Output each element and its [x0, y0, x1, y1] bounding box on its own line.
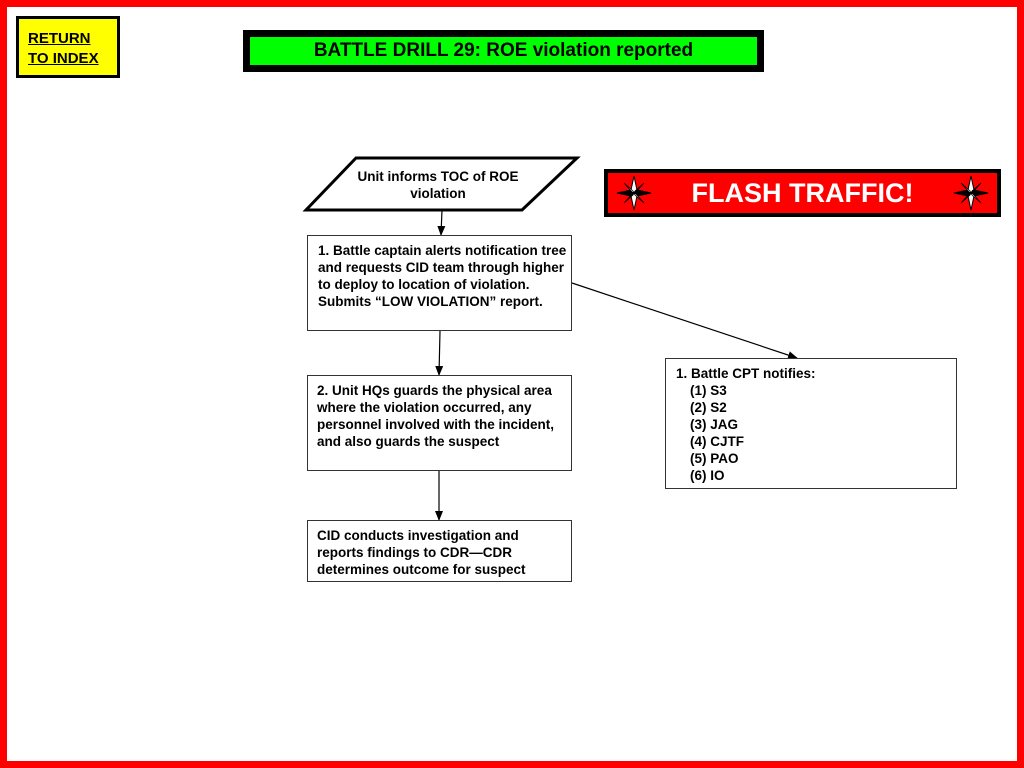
return-link-line1[interactable]: RETURN: [28, 30, 91, 47]
page-title: BATTLE DRILL 29: ROE violation reported: [250, 37, 757, 65]
step1-box: 1. Battle captain alerts notification tr…: [307, 235, 572, 331]
compass-star-icon: [616, 175, 652, 211]
start-parallelogram: [302, 156, 581, 212]
title-bar: BATTLE DRILL 29: ROE violation reported: [243, 30, 764, 72]
flash-traffic-label: FLASH TRAFFIC!: [691, 178, 914, 208]
flash-traffic-banner: FLASH TRAFFIC!: [604, 169, 1001, 217]
step2-text: 2. Unit HQs guards the physical area whe…: [317, 383, 555, 449]
return-link-line2[interactable]: TO INDEX: [28, 50, 99, 67]
step2-box: 2. Unit HQs guards the physical area whe…: [307, 375, 572, 471]
arrow-step1-to-notify: [571, 282, 798, 359]
notify-item: (1) S3: [690, 383, 727, 398]
step1-text: 1. Battle captain alerts notification tr…: [318, 243, 567, 309]
start-node-label: Unit informs TOC of ROE violation: [357, 169, 519, 201]
step3-box: CID conducts investigation and reports f…: [307, 520, 572, 582]
arrow-step1-to-step2: [435, 330, 444, 376]
notify-item: (2) S2: [690, 400, 727, 415]
notify-item: (6) IO: [690, 468, 725, 483]
notify-box: 1. Battle CPT notifies: (1) S3 (2) S2 (3…: [665, 358, 957, 489]
notify-text: 1. Battle CPT notifies: (1) S3 (2) S2 (3…: [676, 365, 946, 484]
return-to-index-link[interactable]: RETURN TO INDEX: [16, 16, 120, 78]
step3-text: CID conducts investigation and reports f…: [317, 528, 526, 577]
notify-item: (3) JAG: [690, 417, 739, 432]
notify-item: (4) CJTF: [690, 434, 744, 449]
notify-item: (5) PAO: [690, 451, 739, 466]
notify-heading: 1. Battle CPT notifies:: [676, 366, 816, 381]
compass-star-icon: [953, 175, 989, 211]
arrow-start-to-step1: [437, 209, 446, 236]
